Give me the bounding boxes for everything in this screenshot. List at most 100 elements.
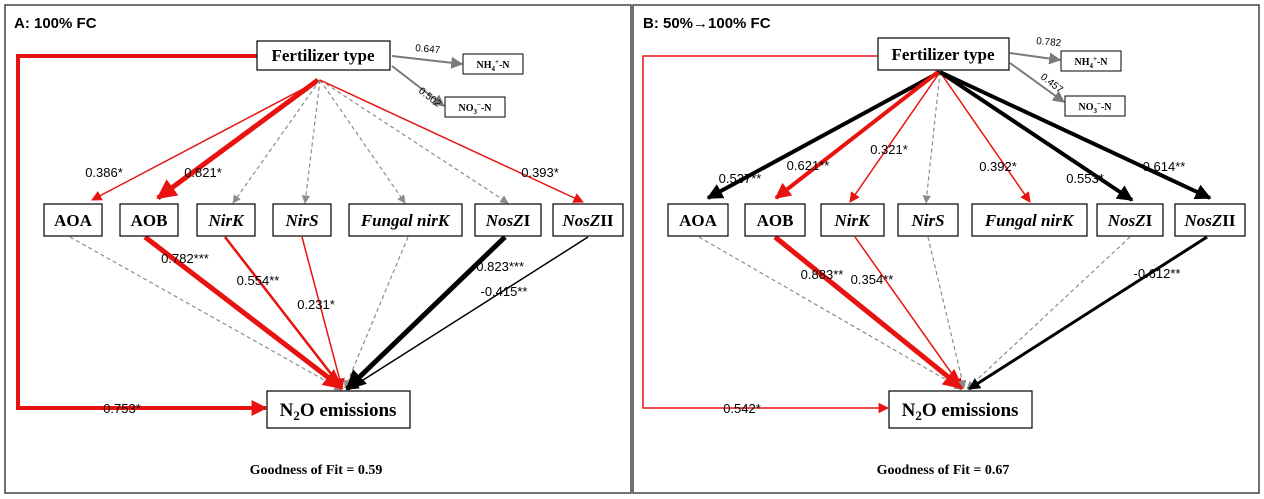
gene-box-nirk-a — [196, 203, 256, 237]
gene-box-nosz2-b — [1174, 203, 1246, 237]
gene-box-aob-a — [119, 203, 179, 237]
arrow-fert-nirk-b — [849, 71, 941, 203]
arrow-nosz2-n2o-a — [348, 236, 589, 390]
gene-label-nirk-a: NirK — [208, 211, 246, 230]
coef-top-aob-a: 0.821* — [184, 165, 222, 180]
gene-box-nosz1-b — [1096, 203, 1164, 237]
gene-label-fungal-a: Fungal nirK — [360, 211, 451, 230]
arrow-aob-n2o-a — [143, 235, 344, 390]
gene-box-nirs-a — [272, 203, 332, 237]
coef-bot-nirs-a: 0.231* — [297, 297, 335, 312]
coef-bot-aob-a: 0.782*** — [161, 251, 209, 266]
fit-label-a: Goodness of Fit = 0.59 — [250, 463, 383, 478]
coef-top-nosz2-a: 0.393* — [521, 165, 559, 180]
gene-label-aob-b: AOB — [757, 211, 794, 230]
arrow-fert-fungal-a — [319, 79, 406, 204]
panel-a-title: A: 100% FC — [14, 15, 97, 32]
gene-label-aob-a: AOB — [131, 211, 168, 230]
coef-top-aoa-a: 0.386* — [85, 165, 123, 180]
arrow-fert-aoa-a — [91, 79, 321, 201]
gene-label-fungal-b: Fungal nirK — [984, 211, 1075, 230]
n2o-label-a: N2O emissions — [280, 400, 397, 423]
panel-b-title: B: 50%→100% FC — [643, 15, 771, 32]
gene-label-nirk-b: NirK — [834, 211, 872, 230]
panel-a-border — [4, 4, 632, 494]
coef-nh4-b: 0.782 — [1036, 36, 1062, 49]
panel-b: B: 50%→100% FC 0.782 0.457 0.537** 0.621… — [632, 4, 1260, 494]
coef-bot-nirk-a: 0.554** — [237, 273, 280, 288]
gene-box-nirk-b — [820, 203, 885, 237]
no3-label-b: NO3−-N — [1078, 100, 1112, 115]
gene-label-nosz1-a: NosZI — [485, 211, 531, 230]
coef-top-nosz1-b: 0.553* — [1066, 171, 1104, 186]
arrow-aoa-n2o-b — [698, 236, 963, 390]
arrow-fert-nirs-b — [922, 71, 941, 204]
gene-label-nosz2-b: NosZII — [1183, 211, 1235, 230]
gene-box-fungal-a — [348, 203, 463, 237]
n2o-label-b: N2O emissions — [902, 400, 1019, 423]
coef-bot-aob-b: 0.883** — [801, 267, 844, 282]
arrow-fert-nh4-b — [1009, 52, 1062, 65]
arrow-fungal-n2o-a — [344, 236, 409, 389]
panel-a: A: 100% FC 0.647 0.502 0.386* 0.821* 0.3… — [4, 4, 632, 494]
coef-direct-b: 0.542* — [723, 401, 761, 416]
arrow-nirk-n2o-a — [224, 236, 343, 389]
arrow-direct-a — [16, 54, 268, 416]
fit-label-b: Goodness of Fit = 0.67 — [877, 463, 1010, 478]
gene-label-aoa-a: AOA — [54, 211, 93, 230]
gene-box-aob-b — [744, 203, 806, 237]
arrow-fert-nosz1-b — [938, 70, 1134, 202]
fertilizer-label-a: Fertilizer type — [271, 46, 375, 65]
coef-top-nosz2-b: 0.614** — [1143, 159, 1186, 174]
arrow-fert-aob-a — [156, 77, 320, 201]
coef-no3-a: 0.502 — [416, 86, 443, 110]
panel-b-border — [632, 4, 1260, 494]
arrow-nirs-n2o-b — [927, 236, 967, 389]
coef-top-fungal-b: 0.392* — [979, 159, 1017, 174]
n2o-box-a — [266, 390, 411, 429]
arrow-nosz1-n2o-b — [966, 236, 1131, 390]
gene-box-nosz2-a — [552, 203, 624, 237]
arrow-fert-nosz1-a — [319, 79, 509, 204]
gene-box-nosz1-a — [474, 203, 542, 237]
arrow-aoa-n2o-a — [69, 236, 343, 391]
nh4-box-b — [1060, 50, 1122, 72]
no3-label-a: NO3−-N — [458, 101, 492, 116]
coef-top-aoa-b: 0.537** — [719, 171, 762, 186]
coef-direct-a: 0.753* — [103, 401, 141, 416]
nh4-box-a — [462, 53, 524, 75]
coef-top-aob-b: 0.621** — [787, 158, 830, 173]
arrow-fert-nosz2-b — [939, 70, 1212, 200]
coef-bot-nosz1-a: -0.823*** — [472, 259, 524, 274]
fertilizer-label-b: Fertilizer type — [891, 45, 995, 64]
arrow-fert-no3-a — [391, 65, 445, 107]
arrow-nirk-n2o-b — [854, 236, 963, 389]
arrow-fert-aoa-b — [706, 70, 941, 200]
gene-box-fungal-b — [971, 203, 1088, 237]
no3-box-b — [1064, 95, 1126, 117]
gene-box-aoa-a — [43, 203, 103, 237]
arrow-fert-nh4-a — [391, 55, 464, 69]
gene-label-nirs-b: NirS — [910, 211, 944, 230]
arrow-fert-fungal-b — [939, 71, 1031, 203]
gene-label-nirs-a: NirS — [284, 211, 318, 230]
arrow-aob-n2o-b — [773, 235, 964, 390]
arrow-fert-aob-b — [774, 70, 940, 200]
coef-top-nirk-b: 0.321* — [870, 142, 908, 157]
arrow-fert-nosz2-a — [319, 79, 584, 203]
fertilizer-box-b — [877, 37, 1010, 71]
arrow-nirs-n2o-a — [301, 236, 345, 390]
gene-label-aoa-b: AOA — [679, 211, 718, 230]
coef-nh4-a: 0.647 — [415, 43, 441, 56]
gene-label-nosz1-b: NosZI — [1107, 211, 1153, 230]
coef-bot-nosz2-a: -0.415** — [481, 284, 528, 299]
no3-box-a — [444, 96, 506, 118]
gene-box-nirs-b — [897, 203, 959, 237]
gene-box-aoa-b — [667, 203, 729, 237]
n2o-box-b — [888, 390, 1033, 429]
nh4-label-b: NH4+-N — [1074, 55, 1108, 70]
arrow-nosz2-n2o-b — [967, 235, 1208, 391]
nh4-label-a: NH4+-N — [476, 58, 510, 73]
fertilizer-box-a — [256, 40, 391, 71]
